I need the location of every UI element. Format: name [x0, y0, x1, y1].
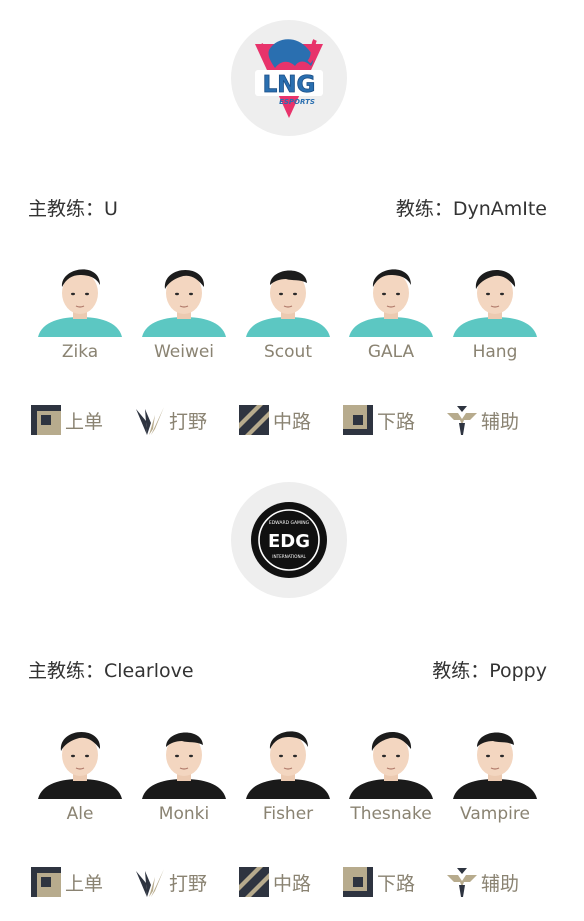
role-label: 中路	[273, 872, 312, 895]
role-list-lng: 上单 打野 中路 下路 辅助	[0, 402, 584, 438]
role-label: 下路	[377, 872, 416, 895]
player-photo	[246, 731, 330, 799]
player-name: Ale	[66, 804, 94, 824]
player-card[interactable]: Monki	[136, 715, 232, 824]
edg-logo-bottom-text: INTERNATIONAL	[272, 554, 306, 559]
role-label: 上单	[65, 410, 104, 433]
player-photo	[246, 270, 330, 337]
role-jungle: 打野	[133, 402, 207, 438]
role-bot-lane: 下路	[341, 402, 415, 438]
head-coach-label: 主教练：Clearlove	[28, 659, 194, 682]
support-icon	[447, 406, 477, 435]
coach-label: 教练：Poppy	[432, 659, 547, 682]
player-card[interactable]: Weiwei	[136, 253, 232, 362]
player-photo	[349, 269, 433, 337]
player-name: Fisher	[262, 804, 314, 824]
role-label: 中路	[273, 410, 312, 433]
player-card[interactable]: Ale	[32, 715, 128, 824]
lng-logo-text: LNG	[263, 72, 316, 98]
edg-logo-text: EDG	[268, 531, 310, 552]
role-label: 下路	[377, 410, 416, 433]
role-jungle: 打野	[133, 864, 207, 900]
player-list-lng: Zika Weiwei Scout GALA Hang	[0, 253, 584, 363]
role-label: 打野	[169, 872, 208, 895]
role-support: 辅助	[445, 864, 519, 900]
player-card[interactable]: Hang	[447, 253, 543, 362]
player-card[interactable]: Fisher	[240, 715, 336, 824]
player-name: Zika	[61, 342, 99, 362]
player-name: GALA	[367, 342, 415, 362]
player-card[interactable]: Thesnake	[343, 715, 439, 824]
player-photo	[453, 269, 537, 337]
player-name: Weiwei	[153, 342, 215, 362]
coach-label: 教练：DynAmIte	[395, 197, 547, 220]
role-mid-lane: 中路	[237, 864, 311, 900]
player-list-edg: Ale Monki Fisher Thesnake Vampire	[0, 715, 584, 825]
role-list-edg: 上单 打野 中路 下路 辅助	[0, 864, 584, 900]
player-name: Hang	[472, 342, 518, 362]
player-photo	[349, 731, 433, 799]
role-label: 上单	[65, 872, 104, 895]
role-top-lane: 上单	[29, 864, 103, 900]
jungle-icon	[136, 869, 164, 897]
role-label: 辅助	[481, 872, 520, 895]
player-photo	[38, 269, 122, 337]
role-support: 辅助	[445, 402, 519, 438]
edg-logo-icon: EDWARD GAMING EDG INTERNATIONAL	[251, 502, 327, 578]
edg-logo-top-text: EDWARD GAMING	[269, 520, 310, 526]
top-lane-icon	[31, 867, 61, 897]
role-bot-lane: 下路	[341, 864, 415, 900]
head-coach-label: 主教练：U	[28, 197, 118, 220]
team-logo-edg[interactable]: EDWARD GAMING EDG INTERNATIONAL	[231, 482, 347, 598]
coach-row-edg: 主教练：Clearlove 教练：Poppy	[28, 655, 547, 683]
player-card[interactable]: Scout	[240, 253, 336, 362]
player-photo	[142, 269, 226, 337]
player-name: Thesnake	[350, 804, 432, 824]
player-card[interactable]: Vampire	[447, 715, 543, 824]
jungle-icon	[136, 407, 164, 435]
player-name: Scout	[264, 342, 312, 362]
player-photo	[142, 732, 226, 799]
lng-logo-subtext: ESPORTS	[279, 98, 315, 106]
bot-lane-icon	[343, 867, 373, 897]
mid-lane-icon	[239, 867, 269, 897]
role-label: 辅助	[481, 410, 520, 433]
coach-row-lng: 主教练：U 教练：DynAmIte	[28, 193, 547, 221]
mid-lane-icon	[239, 405, 269, 435]
player-photo	[38, 731, 122, 799]
player-photo	[453, 732, 537, 799]
team-logo-lng[interactable]: LNG ESPORTS	[231, 20, 347, 136]
role-label: 打野	[169, 410, 208, 433]
top-lane-icon	[31, 405, 61, 435]
bot-lane-icon	[343, 405, 373, 435]
player-name: Monki	[158, 804, 210, 824]
support-icon	[447, 868, 477, 897]
player-card[interactable]: GALA	[343, 253, 439, 362]
role-top-lane: 上单	[29, 402, 103, 438]
player-card[interactable]: Zika	[32, 253, 128, 362]
lng-dragon-logo-icon: LNG ESPORTS	[255, 39, 323, 118]
role-mid-lane: 中路	[237, 402, 311, 438]
player-name: Vampire	[460, 804, 530, 824]
